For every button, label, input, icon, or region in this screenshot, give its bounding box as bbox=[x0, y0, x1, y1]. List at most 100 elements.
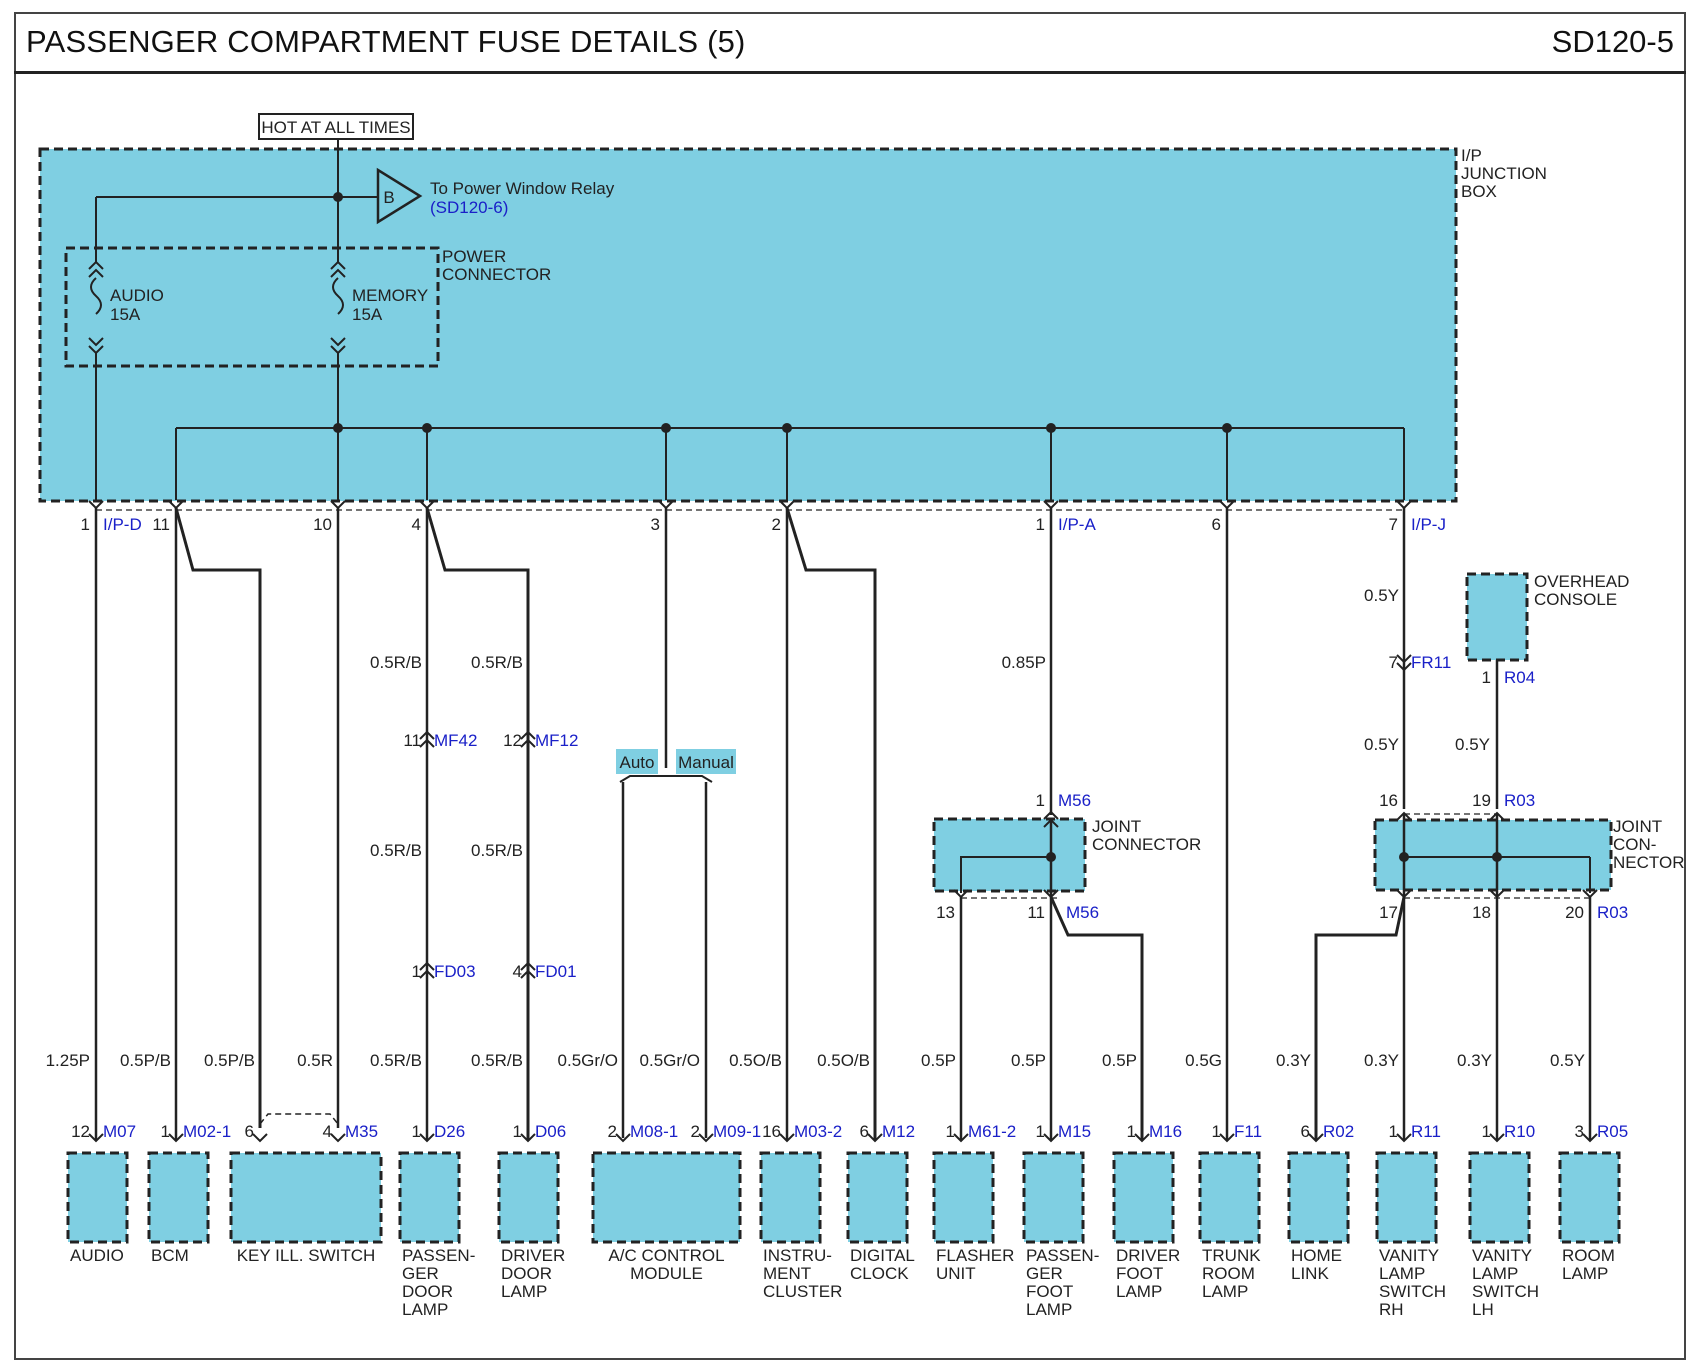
component-pin-conn: M02-1 bbox=[183, 1122, 231, 1141]
component-label: LAMP bbox=[1472, 1264, 1518, 1283]
component-label: GER bbox=[402, 1264, 439, 1283]
wire-spec: 0.5R/B bbox=[370, 653, 422, 672]
joint-connector-2-label: JOINT bbox=[1613, 817, 1662, 836]
component-pin-chevron bbox=[1043, 1133, 1059, 1143]
relay-label: To Power Window Relay bbox=[430, 179, 615, 198]
component-pin-pin: 1 bbox=[1482, 1122, 1491, 1141]
component-label: PASSEN- bbox=[1026, 1246, 1099, 1265]
component-label: VANITY bbox=[1379, 1246, 1439, 1265]
relay-ref: (SD120-6) bbox=[430, 198, 508, 217]
wire-spec-bottom: 0.5Y bbox=[1550, 1051, 1585, 1070]
joint-connector-1-label: JOINT bbox=[1092, 817, 1141, 836]
inline-chevron bbox=[520, 738, 536, 748]
component-pin-pin: 1 bbox=[1389, 1122, 1398, 1141]
component-label: VANITY bbox=[1472, 1246, 1532, 1265]
component-pin-chevron bbox=[1219, 1133, 1235, 1143]
component-pin-pin: 12 bbox=[71, 1122, 90, 1141]
component-pin-pin: 3 bbox=[1575, 1122, 1584, 1141]
component-pin-conn: M35 bbox=[345, 1122, 378, 1141]
joint2-splice bbox=[1492, 852, 1502, 862]
page-code: SD120-5 bbox=[1551, 24, 1674, 59]
joint-connector-1-label: CONNECTOR bbox=[1092, 835, 1201, 854]
component-pin-chevron bbox=[779, 1133, 795, 1143]
fuse-rating: 15A bbox=[352, 305, 383, 324]
component-pin-pin: 6 bbox=[1301, 1122, 1310, 1141]
joint1-out-conn: M56 bbox=[1066, 903, 1099, 922]
wire-spec-bottom: 0.5G bbox=[1185, 1051, 1222, 1070]
wire-home-link bbox=[1314, 896, 1406, 1141]
component-pin-conn: M07 bbox=[103, 1122, 136, 1141]
overhead-console-label: CONSOLE bbox=[1534, 590, 1617, 609]
power-connector-label: POWER bbox=[442, 247, 506, 266]
component-pin-conn: D26 bbox=[434, 1122, 465, 1141]
component-pin-chevron bbox=[867, 1133, 883, 1143]
component-pin-conn: M16 bbox=[1149, 1122, 1182, 1141]
component-pin-chevron bbox=[615, 1133, 631, 1143]
wire-spec-bottom: 0.5O/B bbox=[729, 1051, 782, 1070]
inline-chevron bbox=[520, 730, 536, 740]
wire-spec-bottom: 0.5R/B bbox=[370, 1051, 422, 1070]
ac-option-manual: Manual bbox=[678, 753, 734, 772]
component-pin-pin: 6 bbox=[245, 1122, 254, 1141]
component-box bbox=[932, 1151, 995, 1244]
component-pin-conn: M03-2 bbox=[794, 1122, 842, 1141]
fuse-top-chevron bbox=[88, 260, 104, 270]
wire-clock bbox=[785, 507, 877, 1141]
component-box bbox=[591, 1151, 742, 1244]
component-label: MODULE bbox=[630, 1264, 703, 1283]
component-box bbox=[759, 1151, 822, 1244]
component-label: FOOT bbox=[1116, 1264, 1163, 1283]
inline-conn-pin: 4 bbox=[513, 962, 522, 981]
junction-box-label: JUNCTION bbox=[1461, 164, 1547, 183]
joint1-out-pin: 13 bbox=[936, 903, 955, 922]
wire-spec-bottom: 0.5P bbox=[1102, 1051, 1137, 1070]
component-pin-chevron bbox=[1582, 1133, 1598, 1143]
inline-conn-conn: FR11 bbox=[1411, 653, 1451, 672]
overhead-console bbox=[1465, 572, 1529, 662]
junction-box bbox=[38, 147, 1458, 503]
wire-spec-bottom: 0.5R/B bbox=[471, 1051, 523, 1070]
component-pin-chevron bbox=[330, 1133, 346, 1143]
component-pin-chevron bbox=[252, 1133, 268, 1143]
joint1-branch bbox=[960, 856, 1051, 893]
hot-at-all-times-box bbox=[258, 113, 414, 140]
overhead-console-label: OVERHEAD bbox=[1534, 572, 1629, 591]
jb-pin-chevron bbox=[658, 500, 674, 510]
wire-spec: 0.5R/B bbox=[370, 841, 422, 860]
component-box bbox=[497, 1151, 560, 1244]
wire-spec-bottom: 0.3Y bbox=[1457, 1051, 1492, 1070]
fuse-symbol bbox=[332, 277, 344, 315]
component-box bbox=[1558, 1151, 1621, 1244]
wire-driver-foot bbox=[1049, 896, 1144, 1141]
overhead-pin-pin: 1 bbox=[1482, 668, 1491, 687]
component-pin-pin: 1 bbox=[1212, 1122, 1221, 1141]
inline-chevron bbox=[520, 969, 536, 979]
jb-pin-chevron bbox=[419, 500, 435, 510]
component-label: LINK bbox=[1291, 1264, 1329, 1283]
component-label: LAMP bbox=[1116, 1282, 1162, 1301]
jb-pin-pin: 1 bbox=[1036, 515, 1045, 534]
component-label: KEY ILL. SWITCH bbox=[237, 1246, 376, 1265]
component-label: TRUNK bbox=[1202, 1246, 1261, 1265]
title-bar: PASSENGER COMPARTMENT FUSE DETAILS (5) S… bbox=[14, 12, 1686, 74]
jb-pin-pin: 7 bbox=[1389, 515, 1398, 534]
inline-chevron bbox=[419, 730, 435, 740]
jb-pin-pin: 4 bbox=[412, 515, 421, 534]
component-pin-conn: F11 bbox=[1234, 1122, 1262, 1141]
jb-pin-pin: 6 bbox=[1212, 515, 1221, 534]
component-pin-pin: 6 bbox=[860, 1122, 869, 1141]
fuse-top-chevron bbox=[330, 260, 346, 270]
inline-chevron bbox=[520, 961, 536, 971]
component-pin-conn: R10 bbox=[1504, 1122, 1535, 1141]
wire-spec-bottom: 0.5O/B bbox=[817, 1051, 870, 1070]
component-box bbox=[1198, 1151, 1261, 1244]
wire-spec-bottom: 0.5P/B bbox=[204, 1051, 255, 1070]
junction-box-label: I/P bbox=[1461, 146, 1482, 165]
fuse-name: AUDIO bbox=[110, 286, 164, 305]
joint2-in-pin: 19 bbox=[1472, 791, 1491, 810]
wire-spec: 0.5Y bbox=[1364, 586, 1399, 605]
component-pin-pin: 4 bbox=[323, 1122, 332, 1141]
component-label: BCM bbox=[151, 1246, 189, 1265]
wire-spec-bottom: 0.5P bbox=[1011, 1051, 1046, 1070]
